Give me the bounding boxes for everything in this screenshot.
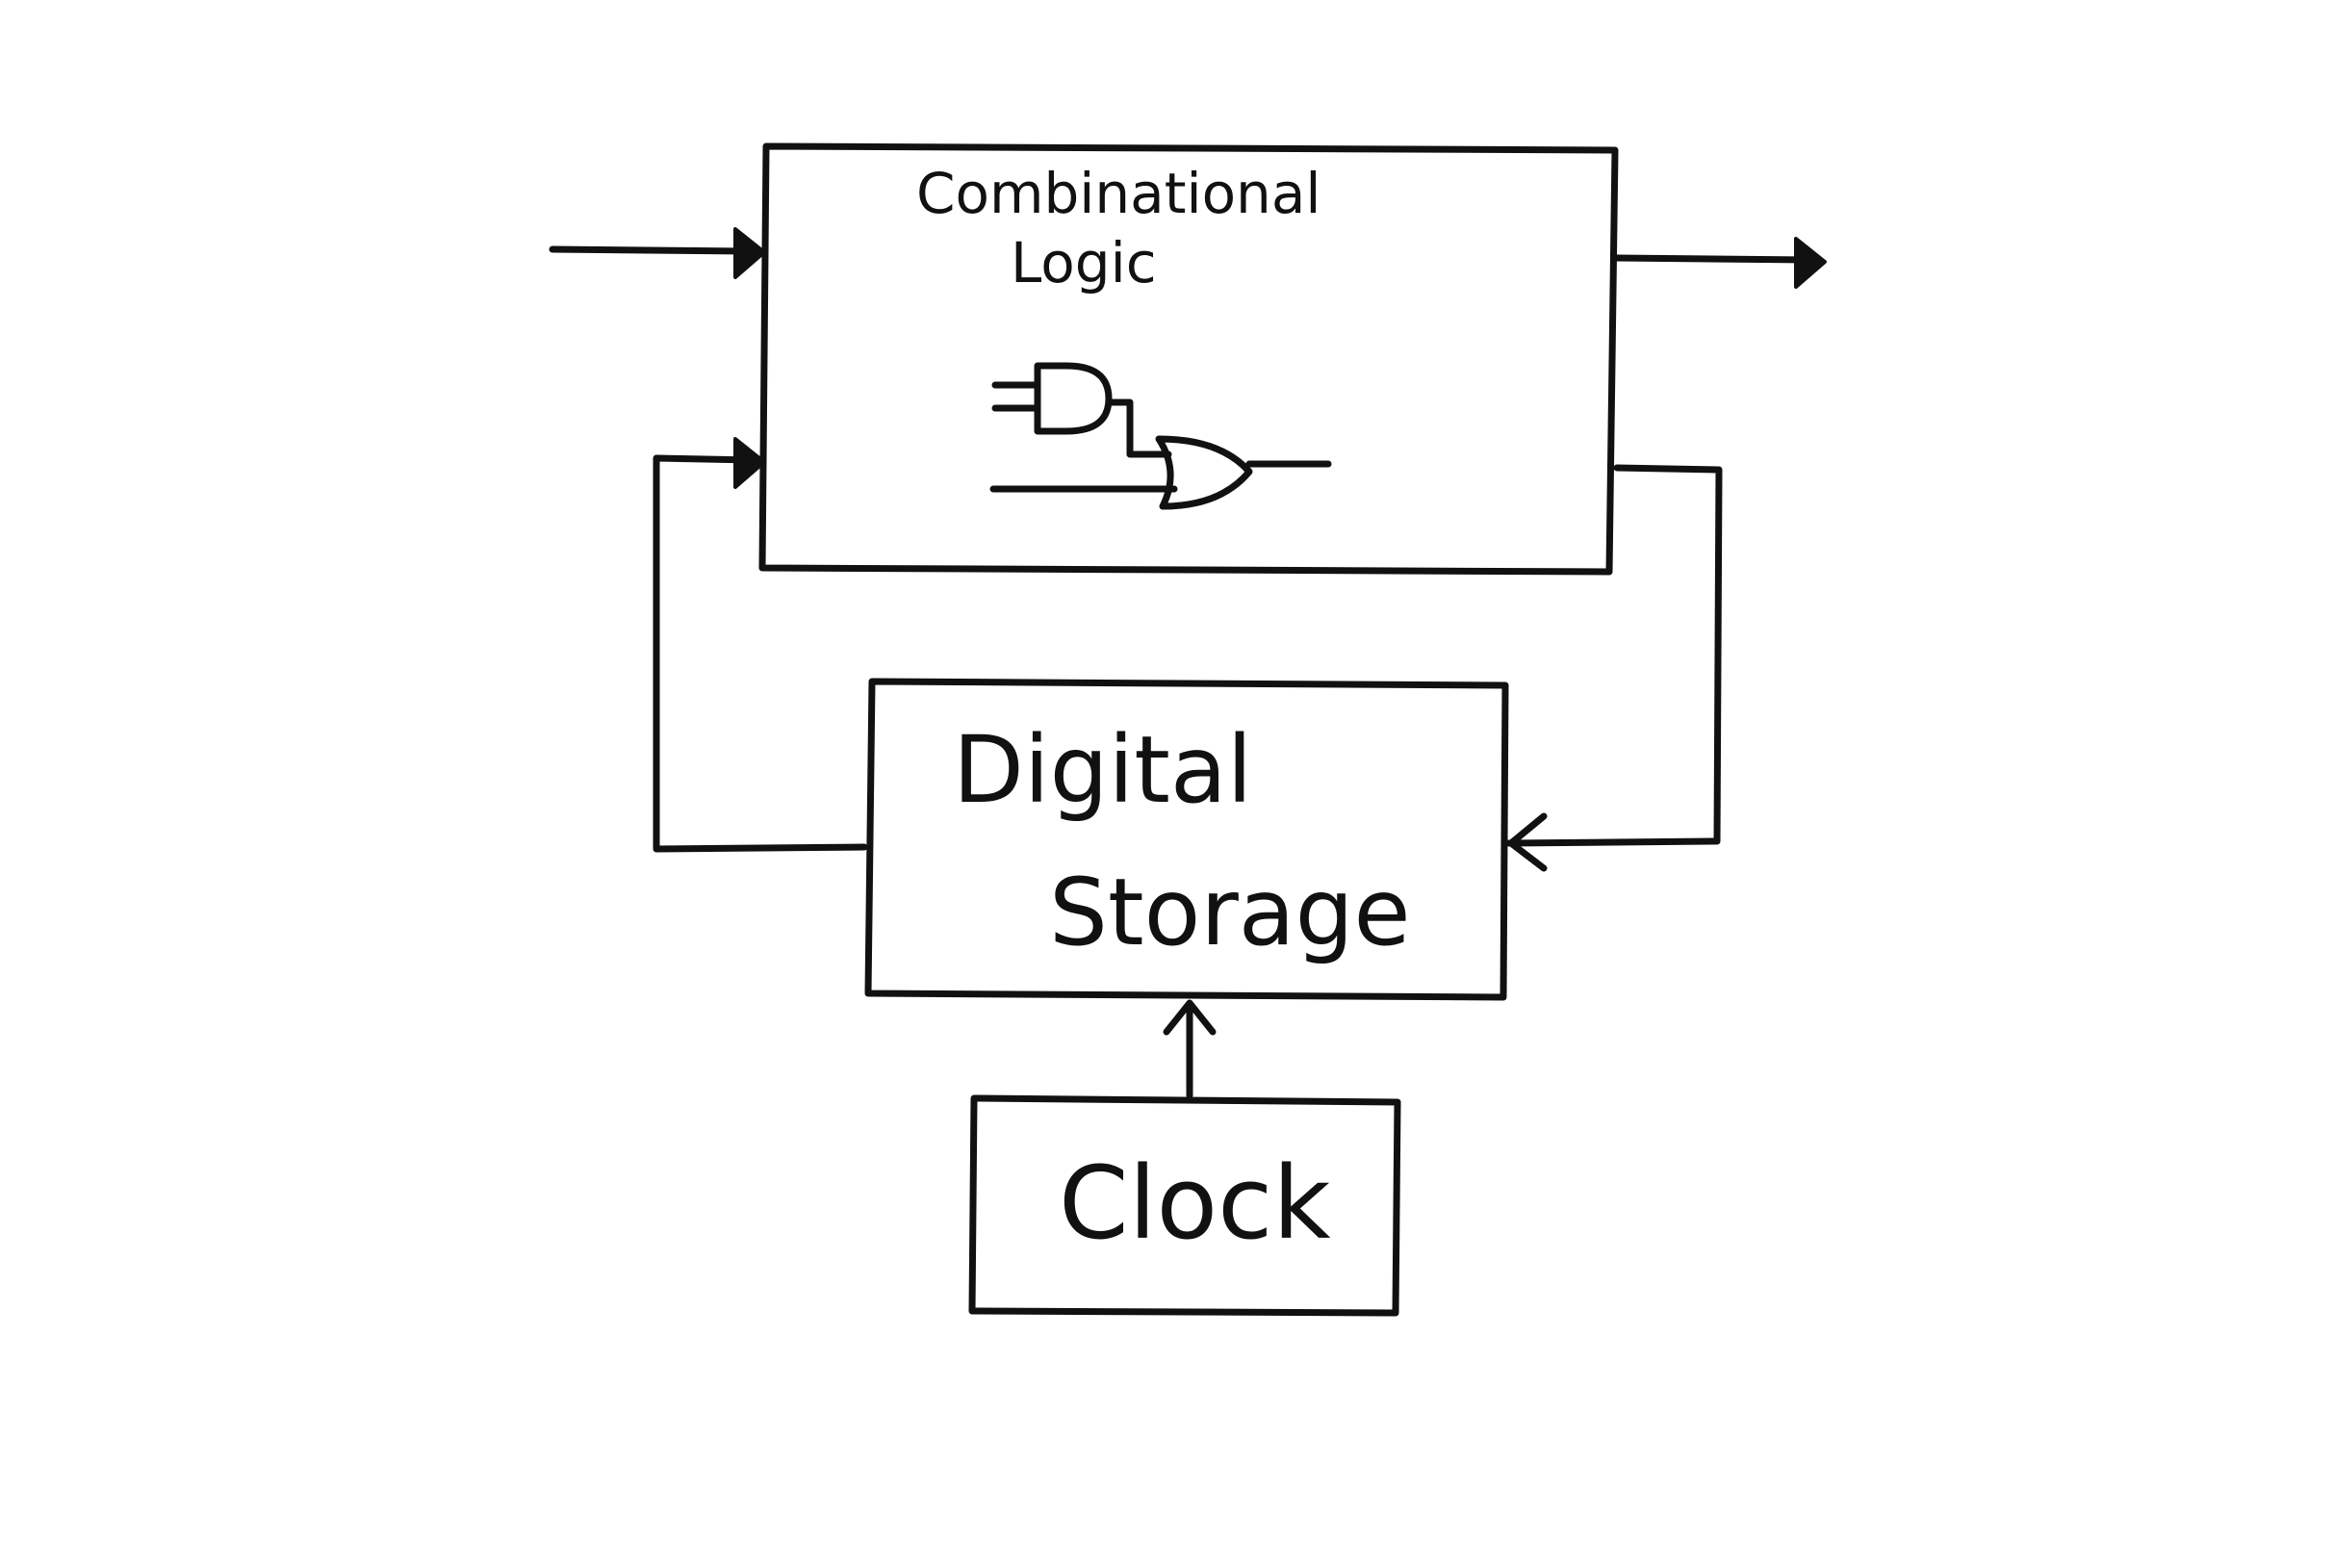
digital-storage-title-line1: Digital: [953, 716, 1253, 824]
feedback-to-logic-arrowhead: [733, 437, 766, 489]
and-to-or-wire: [1105, 398, 1172, 458]
digital-storage-box: [864, 678, 1509, 1001]
logic-gates-sketch: [989, 362, 1332, 510]
feedback-to-logic-line: [653, 454, 868, 853]
and-gate-input-wires: [991, 381, 1041, 412]
combinational-logic-title-line2: Logic: [1011, 230, 1157, 296]
and-gate-icon: [1034, 362, 1113, 435]
output-arrow-head: [1794, 237, 1827, 289]
feedback-to-storage-arrowhead: [1507, 812, 1548, 872]
combinational-logic-title-line1: Combinational: [916, 161, 1321, 226]
feedback-to-storage-line: [1505, 464, 1723, 847]
clock-to-storage-arrowhead: [1163, 999, 1217, 1036]
input-arrow-line: [549, 245, 755, 255]
clock-title: Clock: [1059, 1144, 1331, 1262]
or-gate-icon: [1155, 435, 1253, 510]
combinational-logic-box: [758, 142, 1619, 576]
digital-storage-title-line2: Storage: [1049, 859, 1411, 966]
output-arrow-line: [1613, 254, 1813, 264]
input-arrow-head: [733, 227, 766, 279]
clock-box: [968, 1094, 1401, 1317]
